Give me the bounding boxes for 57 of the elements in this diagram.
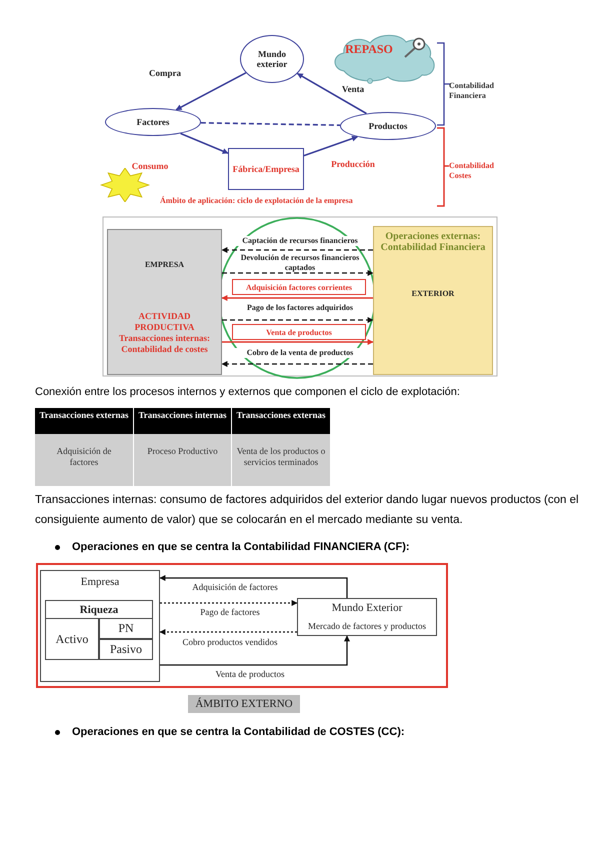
node-title: Factores	[136, 117, 170, 127]
arrow	[180, 132, 229, 154]
bullet-text: Operaciones en que se centra la Contabilidad FINANCIERA (CF):	[72, 541, 411, 553]
arrow	[160, 635, 350, 666]
arrow	[304, 136, 358, 156]
node-text: ACTIVIDAD PRODUCTIVA Transacciones internas: Contabilidad de costes	[118, 311, 212, 355]
table-header: Transacciones externas	[35, 408, 134, 434]
bracket-label: Contabilidad Financiera	[449, 81, 495, 101]
node-title: Riqueza	[80, 604, 118, 616]
table-cell: Proceso Productivo	[134, 434, 232, 486]
arrow	[221, 361, 373, 367]
bullet-text: Operaciones en que se centra la Contabilidad de COSTES (CC):	[72, 726, 406, 738]
node-text: Mercado de factores y productos	[307, 620, 427, 633]
arrow	[159, 575, 348, 598]
arrow	[222, 270, 374, 276]
arrow	[296, 72, 367, 114]
node-title: Empresa	[80, 576, 120, 588]
node-title: Productos	[368, 121, 408, 131]
company-box	[40, 570, 160, 682]
arrow	[221, 295, 373, 301]
table-header: Transacciones internas	[134, 408, 232, 434]
process-box	[297, 598, 437, 636]
exterior-panel	[373, 226, 493, 375]
node-title: Fábrica/Empresa	[232, 164, 300, 174]
highlighted-heading: ÁMBITO EXTERNO	[188, 695, 300, 713]
arrow	[222, 317, 374, 323]
table-cell	[99, 639, 153, 660]
node-title: EMPRESA	[144, 260, 184, 269]
company-panel	[107, 229, 222, 375]
node-text: EXTERIOR	[412, 289, 454, 298]
paragraph: Transacciones internas: consumo de factores adquiridos del exterior dando lugar nuevos productos (con el consiguiente aumento de valor) que se colocarán en el mercado mediante su venta.	[35, 493, 580, 528]
arrow	[159, 629, 297, 635]
table-cell	[45, 618, 99, 660]
wealth-table	[45, 600, 153, 660]
node-title: PN	[118, 621, 134, 636]
node-title: Mundo Exterior	[332, 601, 402, 615]
node-title: Pasivo	[110, 642, 142, 657]
node-title: Operaciones externas: Contabilidad Financiera	[380, 231, 486, 253]
ellipse-node	[105, 108, 201, 136]
connector-line	[200, 122, 340, 126]
process-box	[228, 148, 304, 190]
paragraph: Conexión entre los procesos internos y externos que componen el ciclo de explotación:	[35, 386, 461, 398]
arrow	[176, 72, 246, 110]
ellipse-node	[240, 35, 304, 83]
ellipse-node	[340, 112, 436, 140]
caption-text: Ámbito de aplicación: ciclo de explotación de la empresa	[160, 196, 354, 205]
table-cell	[99, 618, 153, 639]
table-cell: Adquisición de factores	[35, 434, 134, 486]
cloud-title: REPASO	[345, 42, 393, 57]
arrow	[222, 339, 374, 345]
table-cell: Venta de los productos o servicios terminados	[232, 434, 330, 486]
table-header: Transacciones externas	[232, 408, 330, 434]
arrow	[160, 600, 298, 606]
node-title: Activo	[56, 632, 88, 646]
arrow	[221, 247, 373, 253]
node-title: Mundo exterior	[256, 49, 288, 69]
bracket-label: Contabilidad Costes	[449, 161, 495, 181]
